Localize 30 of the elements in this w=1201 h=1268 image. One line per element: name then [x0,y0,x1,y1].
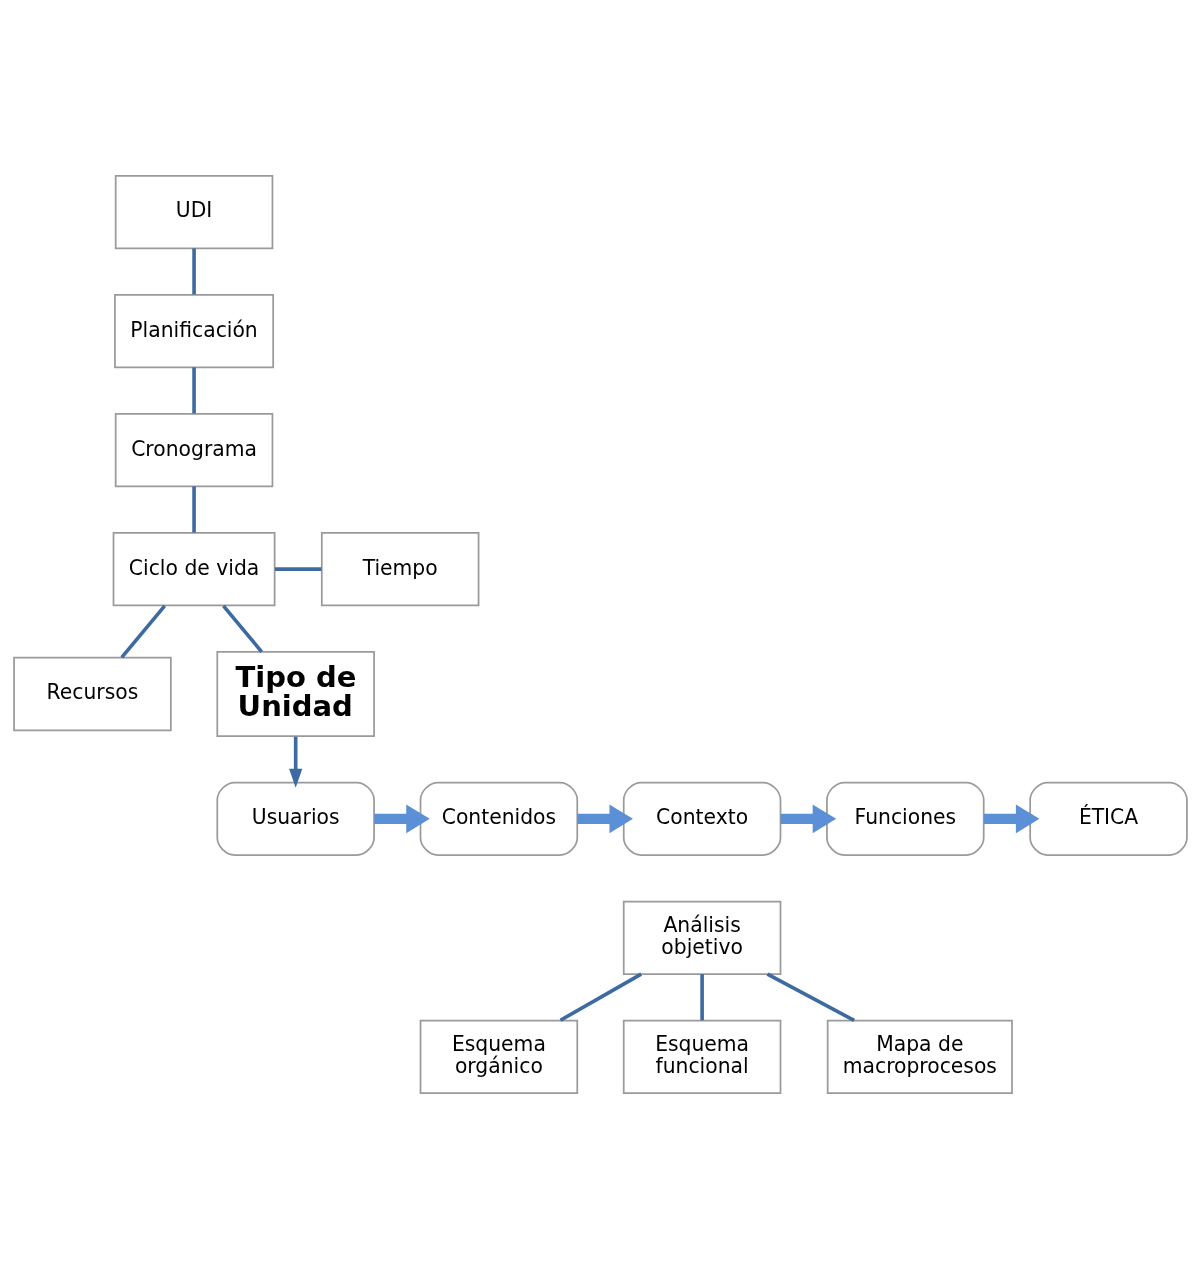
node-box: Tiempo [320,531,480,606]
node-box: Funciones [826,781,985,856]
node-box: Esquema orgánico [419,1019,579,1094]
connector [192,366,196,413]
node-box: Mapa de macroprocesos [826,1019,1013,1094]
node-box: Ciclo de vida [112,531,276,606]
connector [275,566,322,571]
node-box: Contenidos [419,781,579,856]
connector [766,972,856,1022]
arrow [289,736,303,788]
connector [222,604,264,653]
node-box: UDI [114,174,274,249]
connector [192,247,196,294]
node-box: Cronograma [114,412,274,487]
node-box: ÉTICA [1029,781,1188,856]
node-box: Contexto [622,781,782,856]
connector [120,604,167,659]
node-box: Esquema funcional [622,1019,782,1094]
arrow [983,803,1040,833]
connector [559,972,643,1022]
node-box: Recursos [13,656,172,731]
node-box: Planificación [114,293,275,368]
arrow [374,803,430,833]
node-box: Análisis objetivo [622,900,782,975]
node-box: Tipo de Unidad [216,650,375,737]
connector [700,973,704,1020]
connector [192,485,196,532]
arrow [577,803,633,833]
node-box: Usuarios [216,781,375,856]
arrow [780,803,837,833]
